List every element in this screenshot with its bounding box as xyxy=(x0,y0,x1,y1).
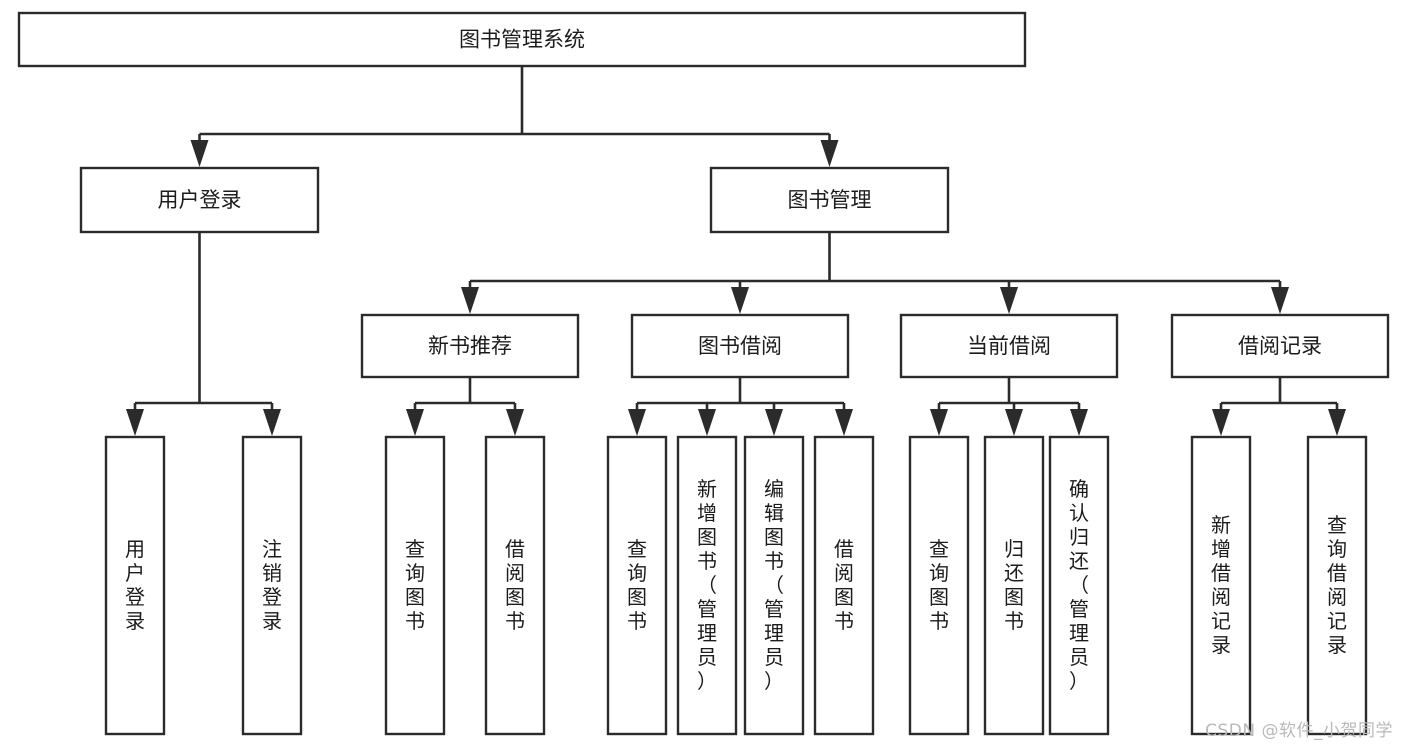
node-l3_2[interactable]: 当前借阅 xyxy=(899,313,1119,379)
node-leaf_3[interactable]: 借阅图书 xyxy=(484,435,546,736)
node-leaf_11[interactable]: 新增借阅记录 xyxy=(1190,435,1252,736)
node-label: 编辑图书（管理员） xyxy=(764,477,784,693)
node-label: 查询借阅记录 xyxy=(1327,513,1347,657)
node-leaf_8[interactable]: 查询图书 xyxy=(908,435,970,736)
node-box[interactable] xyxy=(743,435,805,736)
edge-layer xyxy=(126,66,1346,436)
watermark-text: CSDN @软件_小贺同学 xyxy=(1205,721,1393,741)
node-box[interactable] xyxy=(813,435,875,736)
node-box[interactable] xyxy=(17,11,1027,68)
arrow-head-icon xyxy=(765,409,783,436)
node-box[interactable] xyxy=(676,435,738,736)
node-box[interactable] xyxy=(899,313,1119,379)
node-l3_1[interactable]: 图书借阅 xyxy=(630,313,850,379)
node-label: 借阅图书 xyxy=(834,537,854,633)
node-label: 新增图书（管理员） xyxy=(697,477,717,693)
node-box[interactable] xyxy=(384,435,446,736)
node-label: 借阅图书 xyxy=(505,537,525,633)
arrow-head-icon xyxy=(1328,409,1346,436)
node-label: 新书推荐 xyxy=(428,334,512,358)
arrow-head-icon xyxy=(1005,409,1023,436)
node-box[interactable] xyxy=(104,435,166,736)
arrow-head-icon xyxy=(406,409,424,436)
node-l3_0[interactable]: 新书推荐 xyxy=(360,313,580,379)
node-box[interactable] xyxy=(484,435,546,736)
arrow-head-icon xyxy=(263,409,281,436)
node-label: 归还图书 xyxy=(1004,537,1024,633)
node-label: 注销登录 xyxy=(262,537,282,633)
node-leaf_0[interactable]: 用户登录 xyxy=(104,435,166,736)
node-box[interactable] xyxy=(1048,435,1110,736)
node-box[interactable] xyxy=(1306,435,1368,736)
node-label: 图书管理系统 xyxy=(459,28,585,52)
arrow-head-icon xyxy=(1070,409,1088,436)
node-leaf_1[interactable]: 注销登录 xyxy=(241,435,303,736)
arrow-head-icon xyxy=(190,140,209,167)
node-label: 查询图书 xyxy=(405,537,425,633)
node-box[interactable] xyxy=(606,435,668,736)
node-box[interactable] xyxy=(360,313,580,379)
node-l2_1[interactable]: 图书管理 xyxy=(709,166,950,234)
arrow-head-icon xyxy=(731,287,749,314)
node-label: 当前借阅 xyxy=(967,334,1051,358)
node-leaf_2[interactable]: 查询图书 xyxy=(384,435,446,736)
node-label: 查询图书 xyxy=(627,537,647,633)
arrow-head-icon xyxy=(461,287,479,314)
node-leaf_9[interactable]: 归还图书 xyxy=(983,435,1045,736)
arrow-head-icon xyxy=(126,409,144,436)
node-l3_3[interactable]: 借阅记录 xyxy=(1170,313,1390,379)
node-box[interactable] xyxy=(983,435,1045,736)
node-label: 图书借阅 xyxy=(698,334,782,358)
node-box[interactable] xyxy=(709,166,950,234)
node-label: 借阅记录 xyxy=(1238,334,1322,358)
arrow-head-icon xyxy=(698,409,716,436)
node-leaf_7[interactable]: 借阅图书 xyxy=(813,435,875,736)
node-box[interactable] xyxy=(1190,435,1252,736)
node-label: 用户登录 xyxy=(158,188,242,212)
node-leaf_10[interactable]: 确认归还（管理员） xyxy=(1048,435,1110,736)
arrow-head-icon xyxy=(820,140,839,167)
node-label: 新增借阅记录 xyxy=(1211,513,1231,657)
node-box[interactable] xyxy=(630,313,850,379)
arrow-head-icon xyxy=(506,409,524,436)
node-layer: 图书管理系统用户登录图书管理新书推荐图书借阅当前借阅借阅记录用户登录注销登录查询… xyxy=(17,11,1390,736)
node-leaf_4[interactable]: 查询图书 xyxy=(606,435,668,736)
arrow-head-icon xyxy=(1000,287,1018,314)
node-label: 查询图书 xyxy=(929,537,949,633)
arrow-head-icon xyxy=(628,409,646,436)
node-leaf_5[interactable]: 新增图书（管理员） xyxy=(676,435,738,736)
node-box[interactable] xyxy=(79,166,320,234)
node-leaf_12[interactable]: 查询借阅记录 xyxy=(1306,435,1368,736)
arrow-head-icon xyxy=(1271,287,1289,314)
arrow-head-icon xyxy=(1212,409,1230,436)
node-label: 确认归还（管理员） xyxy=(1069,477,1089,693)
node-root[interactable]: 图书管理系统 xyxy=(17,11,1027,68)
node-box[interactable] xyxy=(1170,313,1390,379)
node-label: 图书管理 xyxy=(788,188,872,212)
node-box[interactable] xyxy=(908,435,970,736)
node-label: 用户登录 xyxy=(125,537,145,633)
node-box[interactable] xyxy=(241,435,303,736)
arrow-head-icon xyxy=(835,409,853,436)
arrow-head-icon xyxy=(930,409,948,436)
node-l2_0[interactable]: 用户登录 xyxy=(79,166,320,234)
node-leaf_6[interactable]: 编辑图书（管理员） xyxy=(743,435,805,736)
